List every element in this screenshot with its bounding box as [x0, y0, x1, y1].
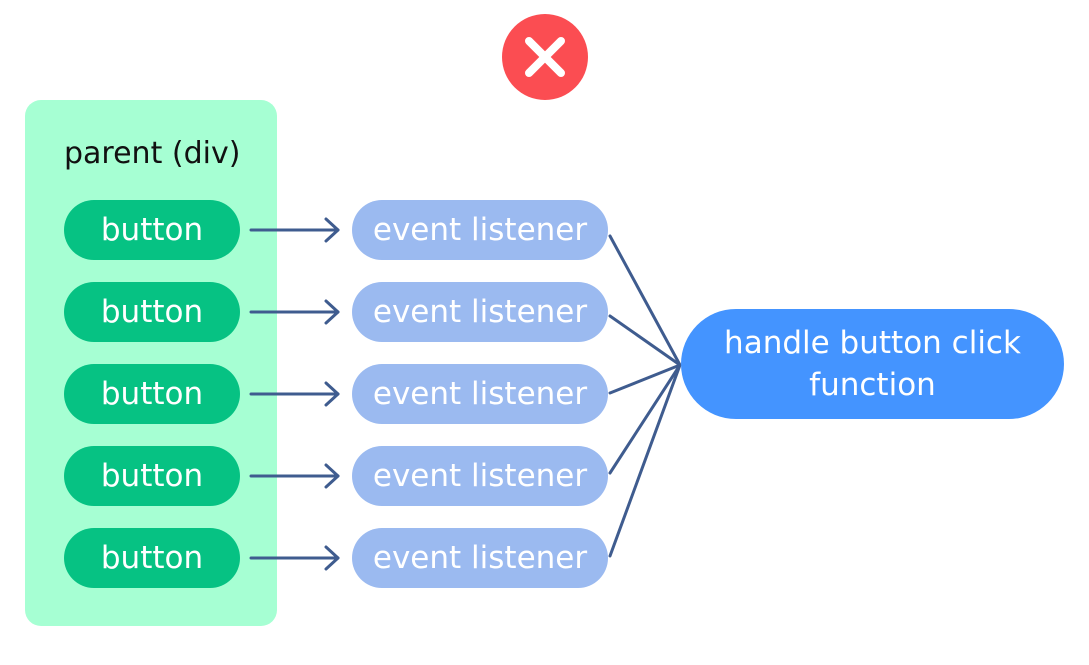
- handler-label-line-1: handle button click: [724, 325, 1021, 361]
- button-node: button: [64, 282, 240, 342]
- event-listener-node: event listener: [352, 282, 608, 342]
- fan-in-line: [608, 234, 682, 367]
- arrow-connector: [249, 381, 340, 407]
- fan-in-line: [608, 363, 682, 475]
- event-listener-node: event listener: [352, 200, 608, 260]
- handler-function-node: handle button click function: [681, 309, 1064, 419]
- fan-in-line: [608, 363, 682, 395]
- button-node: button: [64, 528, 240, 588]
- arrow-connector: [249, 545, 340, 571]
- arrow-connector: [249, 463, 340, 489]
- error-badge: [502, 14, 588, 100]
- close-icon: [525, 37, 565, 77]
- event-listener-node: event listener: [352, 528, 608, 588]
- event-listener-node: event listener: [352, 446, 608, 506]
- arrow-connector: [249, 217, 340, 243]
- button-node: button: [64, 446, 240, 506]
- fan-in-line: [608, 363, 682, 558]
- button-node: button: [64, 364, 240, 424]
- event-listener-node: event listener: [352, 364, 608, 424]
- arrow-connector: [249, 299, 340, 325]
- handler-label-line-2: function: [809, 367, 936, 403]
- fan-in-line: [608, 314, 682, 367]
- button-node: button: [64, 200, 240, 260]
- parent-label: parent (div): [64, 136, 241, 171]
